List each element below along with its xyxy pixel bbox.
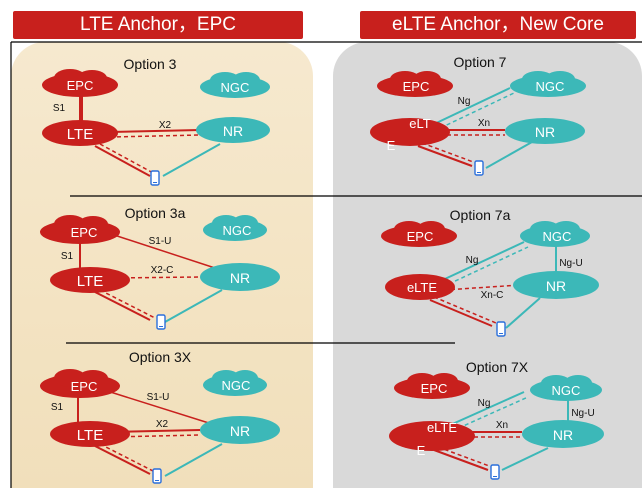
elte-label-1: eLTE [427,420,457,435]
elte-label: eLTE [407,280,437,295]
link-x2 [109,129,201,133]
x2-label: X2 [159,120,172,131]
ngu-label: Ng-U [559,258,582,269]
elte-label-2: E [417,443,426,458]
ue-phone-icon [152,468,162,484]
lte-node [42,120,118,146]
nr-label: NR [553,427,573,443]
option-7a-title: Option 7a [450,207,511,223]
nr-label: NR [230,270,250,286]
lte-label: LTE [77,427,103,444]
s1-label: S1 [61,251,74,262]
option-7: Option 7 EPC NGC eLT E NR Ng Xn [370,54,586,176]
s1-label: S1 [51,402,64,413]
epc-label: EPC [421,381,448,396]
option-3x: Option 3X EPC NGC LTE NR S1 S1-U X2 [40,349,280,484]
s1u-label: S1-U [147,392,170,403]
nr-node [196,117,270,143]
ngc-label: NGC [222,378,251,393]
elte-label-1: eLT [409,116,430,131]
panel-lte-anchor [11,42,313,488]
epc-label: EPC [407,229,434,244]
frame-lines [10,41,642,488]
option-7-title: Option 7 [454,54,507,70]
option-3: Option 3 EPC NGC LTE NR S1 X2 [42,56,270,186]
s1u-label: S1-U [149,236,172,247]
xnc-label: Xn-C [481,290,504,301]
ue-phone-icon [496,321,506,337]
option-3x-title: Option 3X [129,349,192,365]
option-3a-title: Option 3a [125,205,186,221]
lte-label: LTE [67,126,93,143]
nr-label: NR [230,423,250,439]
nr-label: NR [223,123,243,139]
ngc-label: NGC [543,229,572,244]
option-7x: Option 7X EPC NGC eLTE E NR Ng Ng-U Xn [389,359,604,480]
ngc-label: NGC [221,80,250,95]
xn-label: Xn [478,118,490,129]
epc-label: EPC [67,78,94,93]
ngc-label: NGC [223,223,252,238]
x2-label: X2 [156,419,169,430]
epc-label: EPC [403,79,430,94]
xn-label: Xn [496,420,508,431]
ngc-cloud [200,72,270,98]
ue-phone-icon [490,464,500,480]
option-7a: Option 7a EPC NGC eLTE NR Ng Ng-U Xn-C [381,207,599,337]
elte-label-2: E [387,138,396,153]
ngc-label: NGC [552,383,581,398]
ue-phone-icon [474,160,484,176]
s1-label: S1 [53,103,66,114]
ngu-label: Ng-U [571,408,594,419]
ng-label: Ng [478,398,491,409]
ue-phone-icon [150,170,160,186]
header-elte-anchor-new-core: eLTE Anchor，New Core [360,11,636,39]
ue-phone-icon [156,314,166,330]
ng-label: Ng [458,96,471,107]
ngc-label: NGC [536,79,565,94]
option-3-title: Option 3 [124,56,177,72]
epc-cloud [42,69,118,97]
panel-elte-anchor [333,42,642,488]
x2c-label: X2-C [151,265,174,276]
epc-label: EPC [71,379,98,394]
option-3a: Option 3a EPC NGC LTE NR S1 S1-U X2-C [40,205,280,330]
nr-label: NR [546,278,566,294]
option-7x-title: Option 7X [466,359,529,375]
ng-label: Ng [466,255,479,266]
nr-label: NR [535,124,555,140]
epc-label: EPC [71,225,98,240]
header-lte-anchor-epc: LTE Anchor，EPC [13,11,303,39]
lte-label: LTE [77,273,103,290]
